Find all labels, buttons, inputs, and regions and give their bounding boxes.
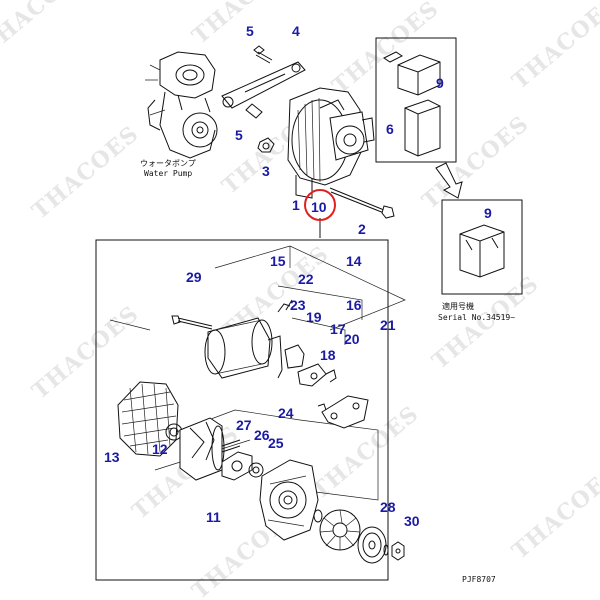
callout-25[interactable]: 25: [268, 435, 284, 451]
callout-4[interactable]: 4: [292, 23, 300, 39]
stator-drawing: [204, 317, 283, 379]
watermark: THACOES: [427, 271, 544, 375]
callout-15[interactable]: 15: [270, 253, 286, 269]
arrow-icon: [435, 162, 463, 199]
relay-inset-box: [375, 37, 457, 163]
callout-6[interactable]: 6: [386, 121, 394, 137]
spacer-drawing: [313, 509, 323, 523]
adjusting-bracket-drawing: [221, 61, 306, 109]
serial-label-jp: 適用号機: [442, 301, 474, 311]
bolt-drawing: [245, 45, 273, 119]
callout-30[interactable]: 30: [404, 513, 420, 529]
callout-5[interactable]: 5: [246, 23, 254, 39]
front-housing-drawing: [259, 459, 319, 541]
callout-19[interactable]: 19: [306, 309, 322, 325]
callout-9[interactable]: 9: [436, 75, 444, 91]
callout-18[interactable]: 18: [320, 347, 336, 363]
callout-5[interactable]: 5: [235, 127, 243, 143]
callout-28[interactable]: 28: [380, 499, 396, 515]
rectifier-drawing: [317, 395, 369, 429]
callout-layer: 5 4 5 3 1 10 2 9 6 9 29 15 22 14 23 16 1…: [104, 23, 492, 529]
watermark: THACOES: [507, 461, 600, 565]
callout-16[interactable]: 16: [346, 297, 362, 313]
highlight-circle: [304, 189, 336, 221]
water-pump-label-jp: ウォータポンプ: [140, 159, 196, 168]
serial-label-en: Serial No.34519~: [438, 313, 515, 322]
through-bolt-drawing: [171, 315, 213, 330]
water-pump-label-en: Water Pump: [144, 169, 192, 178]
callout-20[interactable]: 20: [344, 331, 360, 347]
callout-2[interactable]: 2: [358, 221, 366, 237]
exploded-view-frame: [95, 239, 389, 581]
watermark: THACOES: [0, 0, 94, 60]
callout-23[interactable]: 23: [290, 297, 306, 313]
callout-11[interactable]: 11: [206, 509, 221, 525]
callout-12[interactable]: 12: [152, 441, 168, 457]
callout-26[interactable]: 26: [254, 427, 270, 443]
water-pump-drawing: [145, 51, 218, 159]
watermark: THACOES: [27, 121, 144, 225]
callout-9[interactable]: 9: [484, 205, 492, 221]
spacer-plates-drawing: [221, 451, 264, 481]
callout-29[interactable]: 29: [186, 269, 202, 285]
watermark: THACOES: [507, 0, 600, 95]
callout-17[interactable]: 17: [330, 321, 346, 337]
long-bolt-drawing: [329, 187, 395, 219]
callout-21[interactable]: 21: [380, 317, 396, 333]
brush-drawing: [277, 299, 305, 369]
watermark: THACOES: [27, 301, 144, 405]
alternator-drawing: [287, 87, 375, 199]
callout-1[interactable]: 1: [292, 197, 300, 213]
regulator-drawing: [297, 363, 337, 387]
callout-22[interactable]: 22: [298, 271, 314, 287]
drawing-code: PJF8707: [462, 575, 496, 584]
fan-drawing: [319, 509, 361, 551]
callout-3[interactable]: 3: [262, 163, 270, 179]
rotor-drawing: [179, 417, 241, 481]
callout-13[interactable]: 13: [104, 449, 120, 465]
callout-27[interactable]: 27: [236, 417, 252, 433]
callout-10[interactable]: 10: [311, 199, 327, 215]
pulley-nut-drawing: [383, 541, 405, 561]
rear-housing-drawing: [117, 381, 179, 457]
callout-24[interactable]: 24: [278, 405, 294, 421]
pulley-drawing: [357, 526, 387, 564]
nut-drawing: [257, 137, 275, 153]
callout-14[interactable]: 14: [346, 253, 362, 269]
serial-relay-box: [441, 199, 523, 295]
